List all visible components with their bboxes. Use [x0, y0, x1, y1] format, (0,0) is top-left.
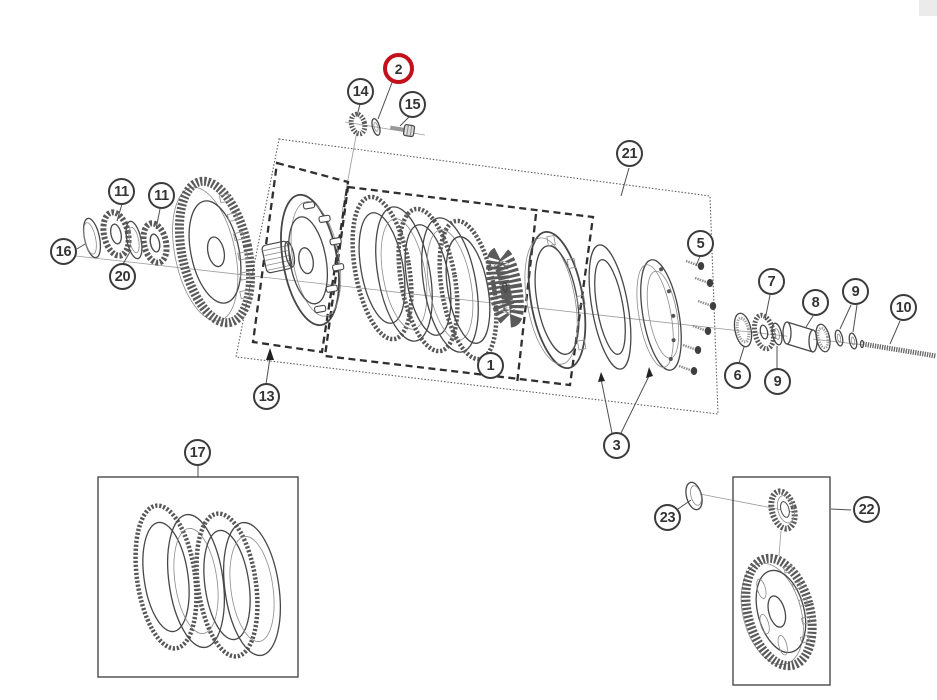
callout-14[interactable]: 14: [347, 78, 374, 105]
washer-part-6: [733, 312, 753, 348]
gear-part-7: [752, 312, 776, 352]
callout-13[interactable]: 13: [253, 383, 280, 410]
callout-8[interactable]: 8: [802, 289, 829, 316]
ring-part-3: [588, 244, 632, 370]
callout-17[interactable]: 17: [184, 439, 211, 466]
page-corner-tab: [919, 0, 937, 16]
callout-23[interactable]: 23: [654, 504, 681, 531]
clutch-cover-plate: [636, 259, 682, 371]
thrust-disc: [815, 323, 831, 353]
washer-part-9a: [771, 322, 783, 346]
drive-gear-large: [740, 553, 817, 671]
spare-plate-set: [133, 503, 281, 659]
pressure-ring: [524, 230, 587, 370]
washer-part-2: [371, 118, 381, 136]
sleeve-part-8: [782, 321, 818, 353]
arrowhead-3a: [598, 372, 605, 382]
box-plates-outline: [323, 185, 595, 387]
callout-10[interactable]: 10: [890, 294, 917, 321]
callout-22[interactable]: 22: [853, 496, 880, 523]
ring-part-16: [82, 217, 102, 259]
callout-11b[interactable]: 11: [148, 182, 175, 209]
leader-lines: [76, 79, 901, 511]
callout-20[interactable]: 20: [109, 263, 136, 290]
spring-part-14: [348, 111, 368, 137]
bolt-part-15: [389, 124, 416, 138]
clutch-hub: [280, 193, 345, 327]
washers-part-9b: [834, 329, 858, 350]
clutch-plate-stack: [350, 194, 499, 362]
arrowhead-3b: [646, 367, 653, 378]
box-13-outline: [251, 161, 350, 354]
arrowhead-13: [266, 348, 274, 360]
box-22-outline: [732, 476, 831, 686]
callout-2[interactable]: 2: [383, 53, 414, 84]
ring-part-23: [685, 481, 703, 511]
callout-7[interactable]: 7: [758, 268, 785, 295]
callout-11a[interactable]: 11: [108, 178, 135, 205]
callout-3[interactable]: 3: [603, 432, 630, 459]
box-21-outline: [235, 138, 719, 415]
callout-5[interactable]: 5: [687, 230, 714, 257]
callout-16[interactable]: 16: [50, 238, 77, 265]
callout-9b[interactable]: 9: [842, 278, 869, 305]
callout-15[interactable]: 15: [399, 91, 426, 118]
callout-1[interactable]: 1: [477, 352, 504, 379]
splined-shaft: [261, 240, 296, 274]
cover-bolts-part-5: [678, 259, 717, 375]
callout-6[interactable]: 6: [724, 362, 751, 389]
gear-part-11a: [100, 209, 132, 259]
callout-21[interactable]: 21: [616, 140, 643, 167]
callout-9a[interactable]: 9: [764, 368, 791, 395]
clutch-basket-gear: [172, 176, 256, 328]
drive-gear-small: [768, 488, 798, 532]
threaded-rod-part-10: [859, 339, 937, 360]
diaphragm-spring-part-1: [486, 246, 524, 328]
gear-part-11b: [140, 220, 170, 266]
